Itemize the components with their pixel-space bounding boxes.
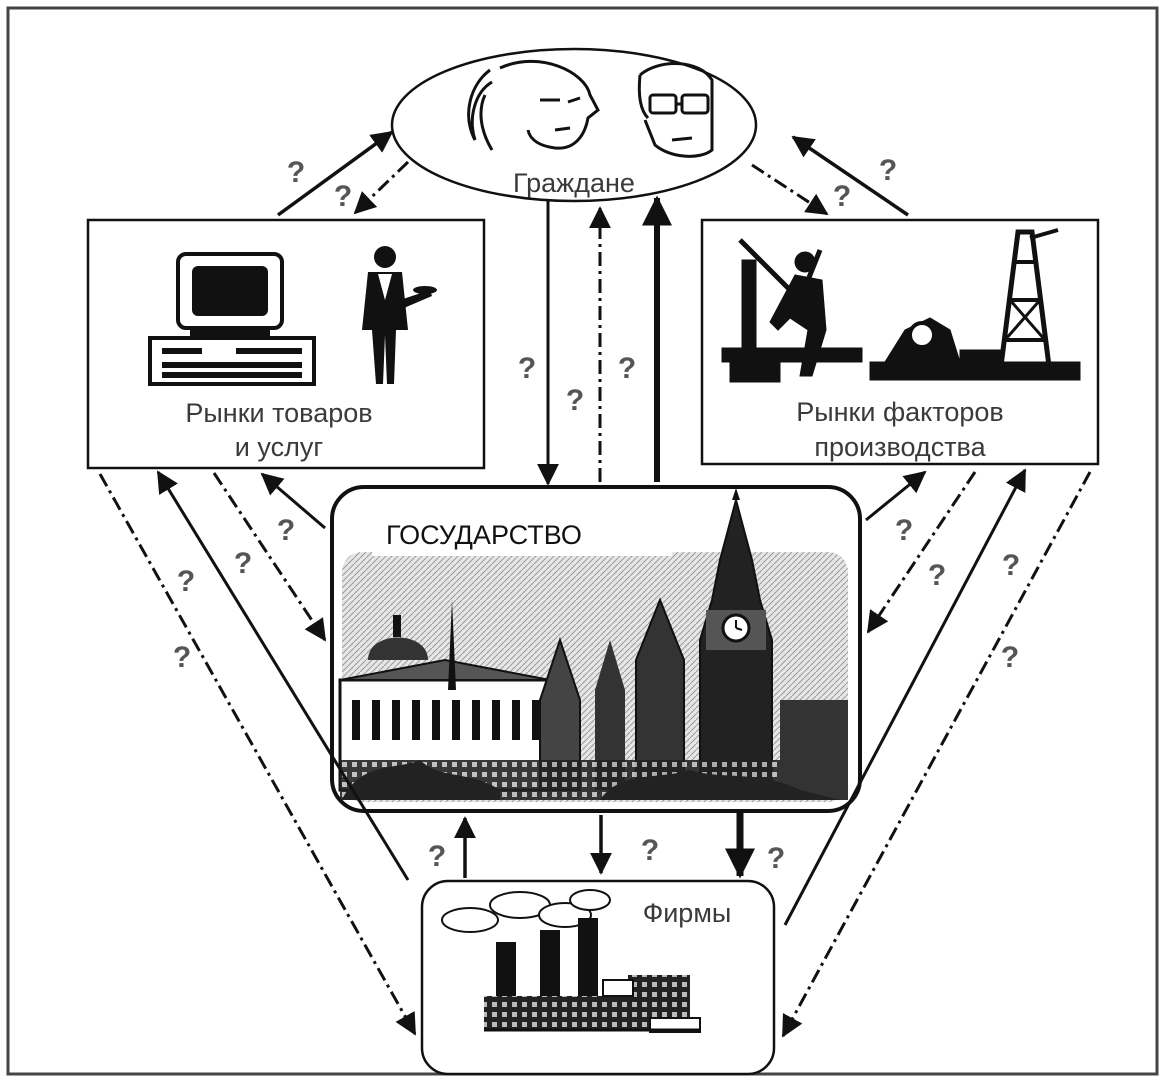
question-mark: ? bbox=[879, 154, 897, 187]
question-mark: ? bbox=[928, 559, 946, 592]
arrow-firms-to-factors bbox=[783, 468, 1027, 926]
state-node: ГОСУДАРСТВО bbox=[330, 485, 862, 813]
question-mark: ? bbox=[641, 834, 659, 867]
arrow-goods-to-citizens bbox=[276, 130, 394, 217]
arrow-firms-to-goods bbox=[156, 470, 410, 881]
arrow-factors-to-citizens bbox=[791, 135, 909, 217]
question-mark: ? bbox=[767, 842, 785, 875]
question-mark: ? bbox=[277, 514, 295, 547]
question-mark: ? bbox=[833, 180, 851, 213]
goods-markets-label-line2: и услуг bbox=[235, 432, 324, 462]
flow-arrows bbox=[98, 130, 1092, 1038]
question-mark: ? bbox=[566, 384, 584, 417]
arrow-citizens-to-factors bbox=[751, 163, 829, 216]
arrow-state-to-goods bbox=[260, 472, 326, 530]
waiter-icon bbox=[362, 246, 437, 384]
factor-markets-label-line1: Рынки факторов bbox=[796, 397, 1004, 427]
citizens-label: Граждане bbox=[513, 168, 635, 198]
question-marks: ? ? ? ? ? ? ? ? ? ? ? ? ? ? ? ? ? ? bbox=[173, 154, 1020, 875]
goods-markets-label-line1: Рынки товаров bbox=[185, 398, 372, 428]
question-mark: ? bbox=[1002, 549, 1020, 582]
question-mark: ? bbox=[428, 840, 446, 873]
question-mark: ? bbox=[287, 156, 305, 189]
citizens-node: Граждане bbox=[390, 47, 758, 203]
factor-markets-node: Рынки факторов производства bbox=[700, 218, 1100, 466]
worker-icon bbox=[721, 238, 863, 383]
factory-icon bbox=[441, 889, 701, 1033]
kremlin-icon bbox=[338, 488, 848, 802]
question-mark: ? bbox=[173, 641, 191, 674]
question-mark: ? bbox=[518, 352, 536, 385]
arrow-factors-to-state bbox=[866, 471, 977, 634]
arrow-goods-to-state bbox=[212, 472, 327, 642]
firms-label: Фирмы bbox=[643, 898, 732, 928]
state-title-plate bbox=[372, 512, 672, 556]
question-mark: ? bbox=[177, 565, 195, 598]
state-label: ГОСУДАРСТВО bbox=[386, 520, 582, 550]
question-mark: ? bbox=[234, 547, 252, 580]
question-mark: ? bbox=[1001, 641, 1019, 674]
computer-icon bbox=[148, 252, 316, 386]
question-mark: ? bbox=[895, 514, 913, 547]
arrow-state-to-factors bbox=[865, 470, 927, 522]
oil-rig-icon bbox=[869, 228, 1081, 381]
question-mark: ? bbox=[618, 352, 636, 385]
factor-markets-label-line2: производства bbox=[814, 432, 986, 462]
question-mark: ? bbox=[334, 180, 352, 213]
firms-node: Фирмы bbox=[420, 879, 776, 1076]
citizens-ellipse bbox=[390, 47, 758, 203]
faces-icon bbox=[467, 59, 714, 158]
goods-markets-node: Рынки товаров и услуг bbox=[86, 218, 486, 470]
arrow-citizens-to-goods bbox=[353, 160, 410, 215]
